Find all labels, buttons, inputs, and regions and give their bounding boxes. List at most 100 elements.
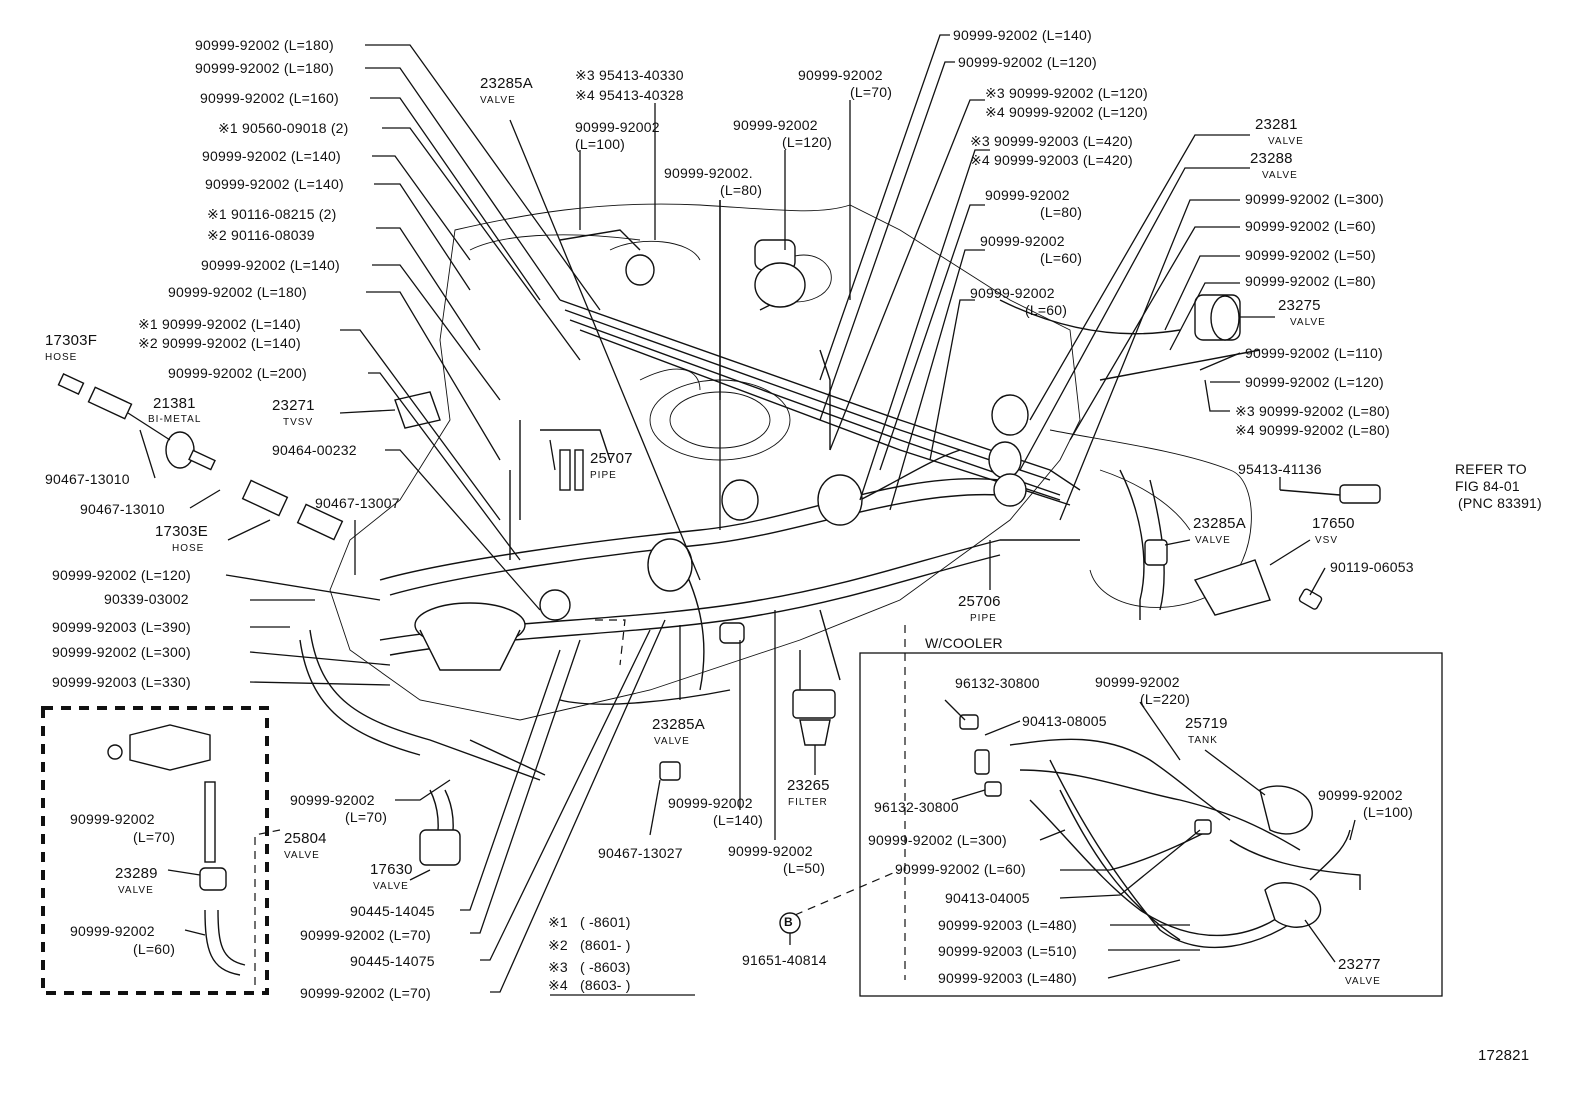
valve-23285a-number: 23285A — [480, 75, 533, 92]
far-right-label-8: ※4 90999-92002 (L=80) — [1235, 422, 1390, 438]
left-label-15: 90467-13007 — [315, 495, 400, 511]
figure-number: 172821 — [1478, 1047, 1530, 1064]
valve-23275-number: 23275 — [1278, 297, 1321, 314]
tvsv-23271-number: 23271 — [272, 397, 315, 414]
left-label-2: 90999-92002 (L=180) — [195, 60, 334, 76]
cooler-list-5: 90999-92003 (L=510) — [938, 943, 1077, 959]
note-2-range: (8601- ) — [580, 937, 631, 953]
filter-23265-name: FILTER — [788, 797, 828, 808]
left-label-7: ※1 90116-08215 (2) — [207, 206, 337, 222]
valve-23281-number: 23281 — [1255, 116, 1298, 133]
right-hose-60b-number: 90999-92002 — [970, 285, 1055, 301]
inset-hose-60-number: 90999-92002 — [70, 923, 155, 939]
valve-inset — [41, 706, 281, 995]
right-hose-60a-number: 90999-92002 — [980, 233, 1065, 249]
hose-lines — [299, 200, 1341, 851]
valve-25804-name: VALVE — [284, 850, 320, 861]
pipe-25707-number: 25707 — [590, 450, 633, 467]
far-right-label-5: 90999-92002 (L=110) — [1245, 345, 1383, 361]
valve-23285a-name: VALVE — [480, 95, 516, 106]
valve-23277-number: 23277 — [1338, 956, 1381, 973]
bottom-hose-70b-length: (L=70) — [345, 809, 388, 825]
part-91651-40814: 91651-40814 — [742, 952, 827, 968]
right-hose-80-length: (L=80) — [1040, 204, 1083, 220]
top-label-n4: ※4 95413-40328 — [575, 87, 684, 103]
right-hose-60b-length: (L=60) — [1025, 302, 1068, 318]
vsv-17650-number: 17650 — [1312, 515, 1355, 532]
far-right-label-3: 90999-92002 (L=50) — [1245, 247, 1376, 263]
far-right-label-7: ※3 90999-92002 (L=80) — [1235, 403, 1390, 419]
cooler-list-4: 90999-92003 (L=480) — [938, 917, 1077, 933]
right-label-1: 90999-92002 (L=140) — [953, 27, 1092, 43]
left-label-3: 90999-92002 (L=160) — [200, 90, 339, 106]
cooler-box-title: W/COOLER — [925, 635, 1003, 651]
valve-23289-number: 23289 — [115, 865, 158, 882]
left-label-6: 90999-92002 (L=140) — [205, 176, 344, 192]
left-label-17: 90339-03002 — [104, 591, 189, 607]
left-label-13: 90999-92002 (L=200) — [168, 365, 307, 381]
hose-17303f-number: 17303F — [45, 332, 98, 349]
cooler-list-3: 90413-04005 — [945, 890, 1030, 906]
note-1-range: ( -8601) — [580, 914, 631, 930]
part-90445-14045: 90445-14045 — [350, 903, 435, 919]
cooler-list-6: 90999-92003 (L=480) — [938, 970, 1077, 986]
far-right-label-4: 90999-92002 (L=80) — [1245, 273, 1376, 289]
vsv-17650-name: VSV — [1315, 535, 1339, 546]
hose-17303f-name: HOSE — [45, 352, 78, 363]
left-label-10: 90999-92002 (L=180) — [168, 284, 307, 300]
note-1-mark: ※1 — [548, 914, 568, 930]
inset-hose-70-length: (L=70) — [133, 829, 176, 845]
left-label-12: ※2 90999-92002 (L=140) — [138, 335, 301, 351]
note-3-range: ( -8603) — [580, 959, 631, 975]
clamp-13010-a: 90467-13010 — [45, 471, 130, 487]
left-label-19: 90999-92002 (L=300) — [52, 644, 191, 660]
right-label-6: ※4 90999-92003 (L=420) — [970, 152, 1133, 168]
left-label-5: 90999-92002 (L=140) — [202, 148, 341, 164]
left-label-1: 90999-92002 (L=180) — [195, 37, 334, 53]
top-hose-80-number: 90999-92002. — [664, 165, 753, 181]
cooler-part-08005: 90413-08005 — [1022, 713, 1107, 729]
left-label-18: 90999-92003 (L=390) — [52, 619, 191, 635]
cooler-hose-100-number: 90999-92002 — [1318, 787, 1403, 803]
valve-23281-name: VALVE — [1268, 136, 1304, 147]
top-hose-120-number: 90999-92002 — [733, 117, 818, 133]
bottom-hose-140-number: 90999-92002 — [668, 795, 753, 811]
left-label-20: 90999-92003 (L=330) — [52, 674, 191, 690]
note-2-mark: ※2 — [548, 937, 568, 953]
b-callout-letter: B — [784, 915, 793, 929]
valve-23288-number: 23288 — [1250, 150, 1293, 167]
top-hose-100-length: (L=100) — [575, 136, 626, 152]
hose-17303e-number: 17303E — [155, 523, 208, 540]
tank-25719-number: 25719 — [1185, 715, 1228, 732]
right-label-2: 90999-92002 (L=120) — [958, 54, 1097, 70]
cooler-hose-100-length: (L=100) — [1363, 804, 1414, 820]
valve-23277-name: VALVE — [1345, 976, 1381, 987]
top-hose-120-length: (L=120) — [782, 134, 833, 150]
bottom-hose-50-length: (L=50) — [783, 860, 826, 876]
valve-17630-name: VALVE — [373, 881, 409, 892]
refer-line-1: REFER TO — [1455, 461, 1527, 477]
right-label-5: ※3 90999-92003 (L=420) — [970, 133, 1133, 149]
valve-23285a3-name: VALVE — [654, 736, 690, 747]
cooler-hose-220-length: (L=220) — [1140, 691, 1191, 707]
note-4-mark: ※4 — [548, 977, 568, 993]
inset-hose-60-length: (L=60) — [133, 941, 176, 957]
right-label-3: ※3 90999-92002 (L=120) — [985, 85, 1148, 101]
cooler-part-30800-b: 96132-30800 — [874, 799, 959, 815]
far-right-label-6: 90999-92002 (L=120) — [1245, 374, 1384, 390]
cooler-hose-220-number: 90999-92002 — [1095, 674, 1180, 690]
left-label-16: 90999-92002 (L=120) — [52, 567, 191, 583]
bottom-label-70c: 90999-92002 (L=70) — [300, 927, 431, 943]
leader-lines — [127, 34, 1326, 993]
bimetal-21381-number: 21381 — [153, 395, 196, 412]
filter-23265-number: 23265 — [787, 777, 830, 794]
far-right-label-1: 90999-92002 (L=300) — [1245, 191, 1384, 207]
right-hose-80-number: 90999-92002 — [985, 187, 1070, 203]
part-95413-41136: 95413-41136 — [1238, 461, 1322, 477]
clamp-13010-b: 90467-13010 — [80, 501, 165, 517]
valve-23285a2-name: VALVE — [1195, 535, 1231, 546]
top-hose-80-length: (L=80) — [720, 182, 763, 198]
tvsv-23271-name: TVSV — [283, 417, 314, 428]
clamp-13027: 90467-13027 — [598, 845, 683, 861]
